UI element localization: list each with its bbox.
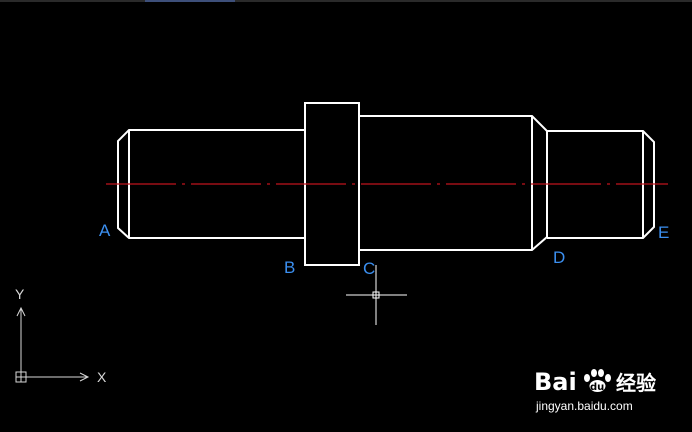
point-label-d: D xyxy=(553,248,565,267)
point-label-c: C xyxy=(363,259,375,278)
watermark-url: jingyan.baidu.com xyxy=(535,399,633,413)
watermark-brand-suffix: du xyxy=(590,382,604,393)
crosshair-cursor-icon[interactable] xyxy=(346,265,407,325)
baidu-jingyan-watermark: Bai du 经验 jingyan.baidu.com xyxy=(534,368,656,413)
window-top-edge xyxy=(0,0,692,2)
point-label-a: A xyxy=(99,221,111,240)
paw-icon xyxy=(584,369,611,392)
watermark-product: 经验 xyxy=(616,371,656,395)
point-label-e: E xyxy=(658,223,669,242)
point-label-b: B xyxy=(284,258,295,277)
ucs-y-label: Y xyxy=(15,286,25,302)
window-tab-accent xyxy=(145,0,235,2)
ucs-icon xyxy=(15,306,90,383)
watermark-brand: Bai xyxy=(534,368,577,396)
middle-section-outline xyxy=(359,115,548,251)
ucs-x-label: X xyxy=(97,369,107,385)
